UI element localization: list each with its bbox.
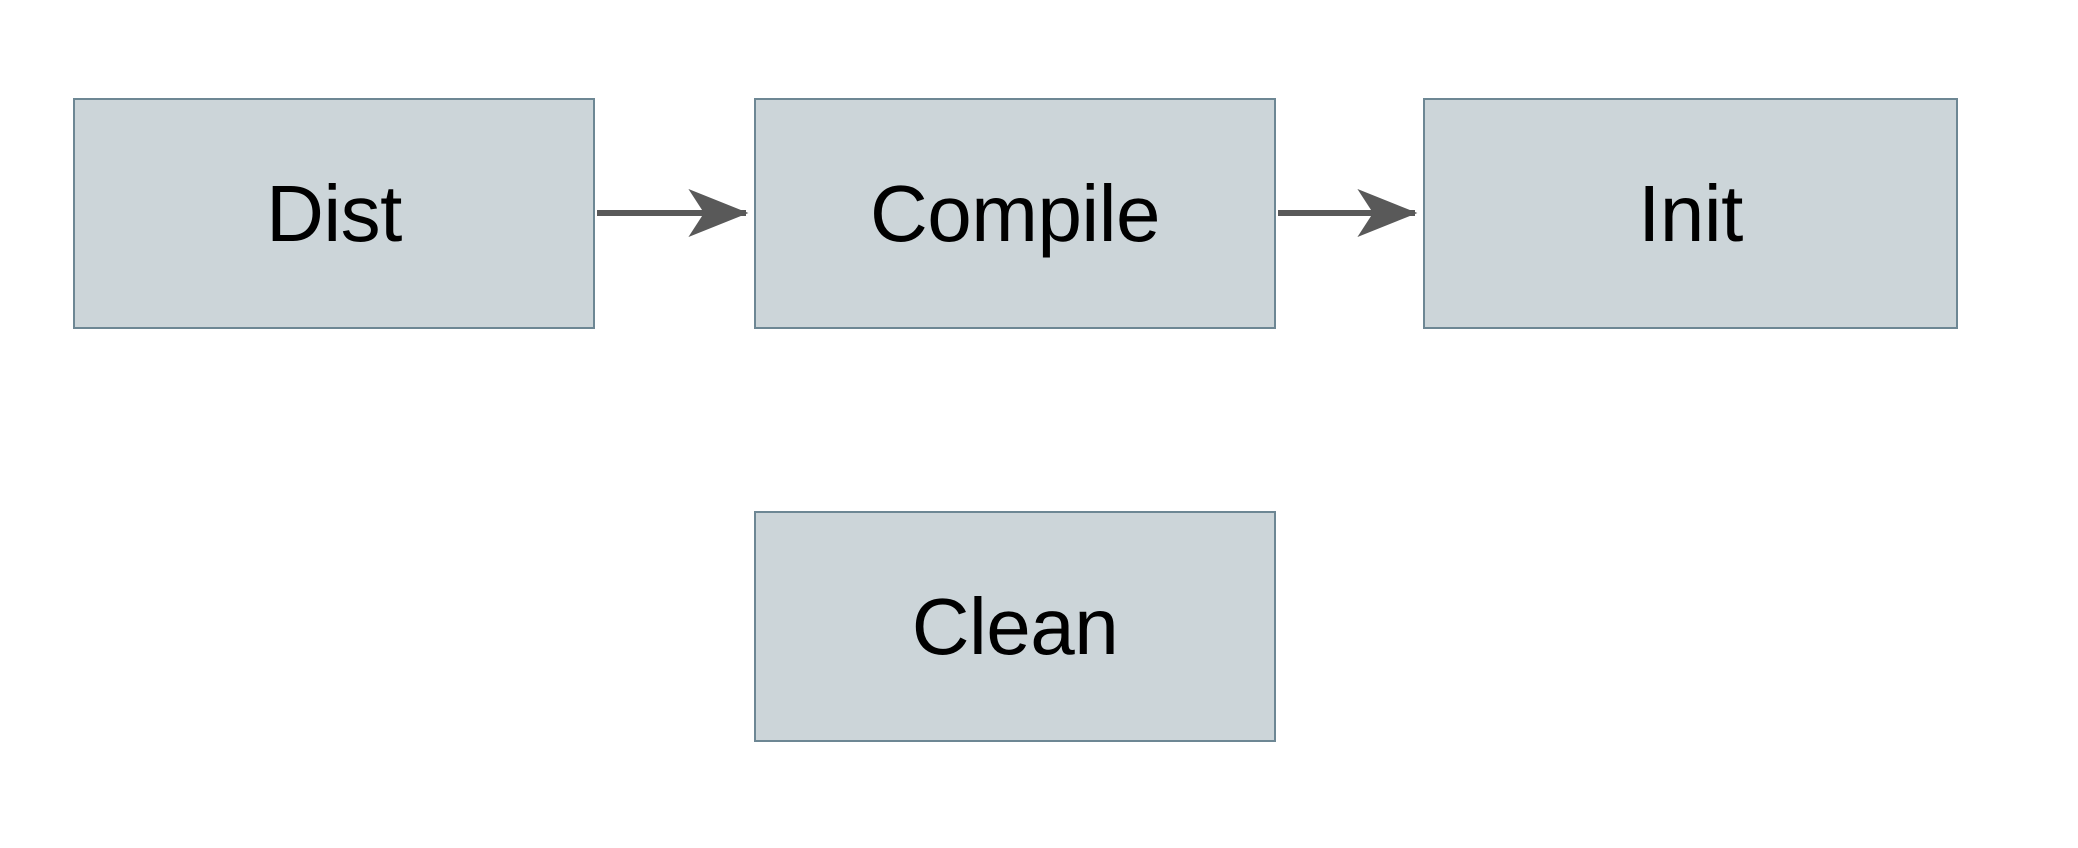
node-init[interactable]: Init bbox=[1423, 98, 1958, 329]
node-clean[interactable]: Clean bbox=[754, 511, 1276, 742]
node-label-clean: Clean bbox=[911, 581, 1119, 671]
node-compile[interactable]: Compile bbox=[754, 98, 1276, 329]
node-label-compile: Compile bbox=[870, 168, 1160, 258]
node-label-init: Init bbox=[1638, 168, 1743, 258]
node-label-dist: Dist bbox=[266, 168, 402, 258]
node-dist[interactable]: Dist bbox=[73, 98, 595, 329]
